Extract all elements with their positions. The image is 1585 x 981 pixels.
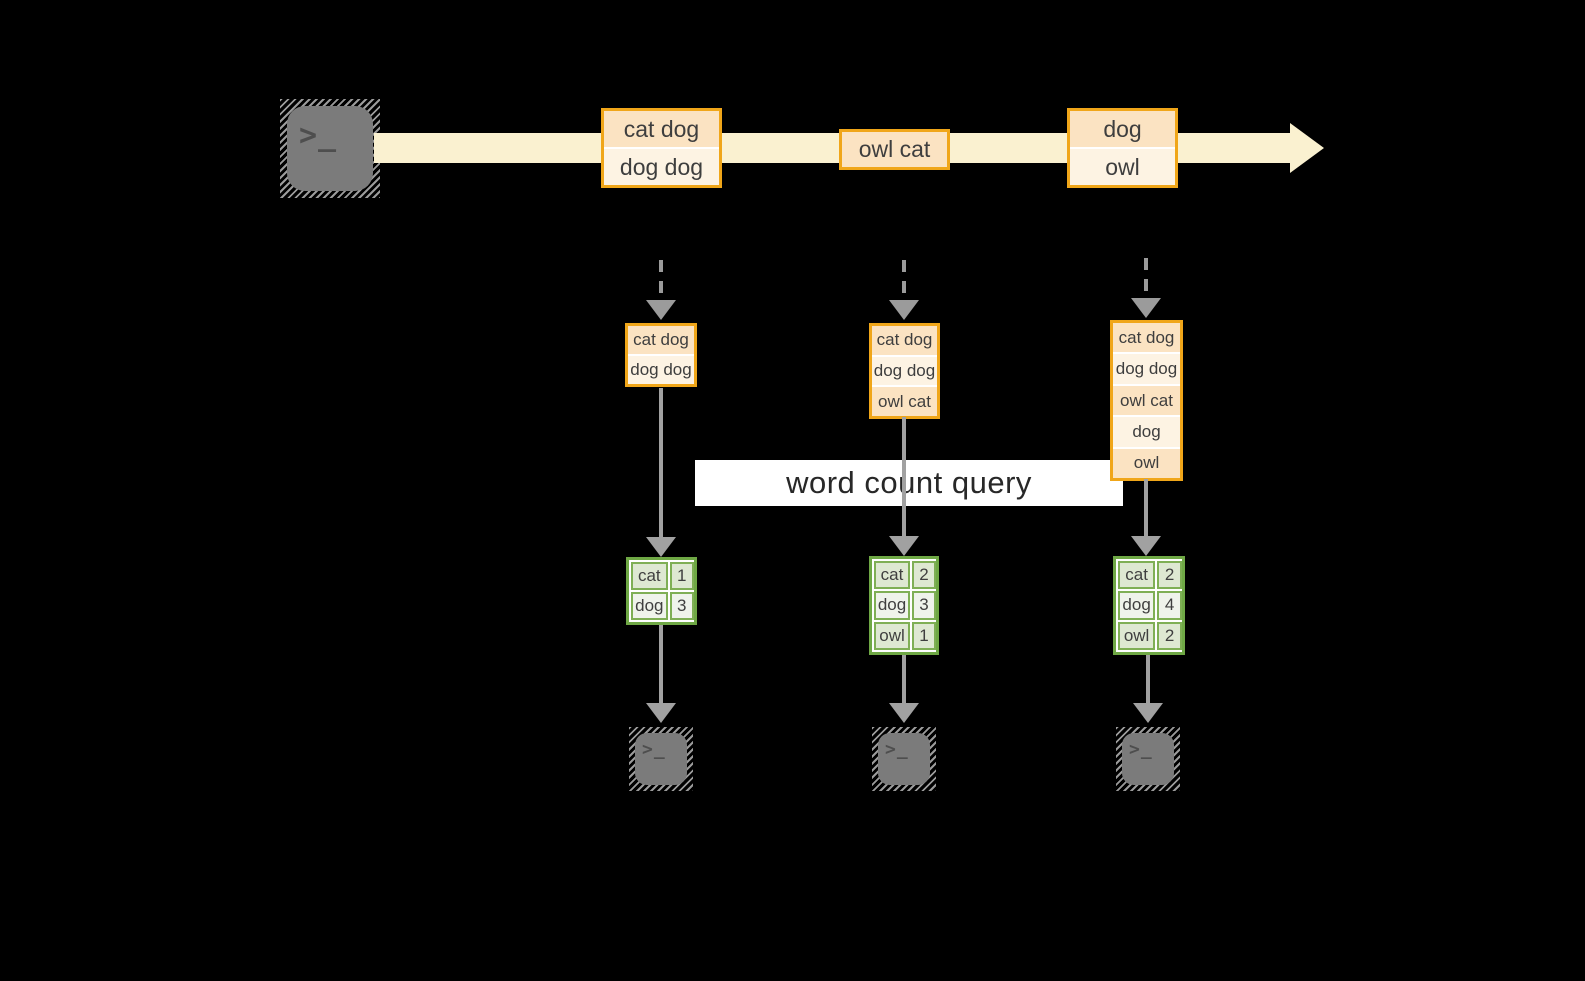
record: owl cat (842, 132, 947, 167)
terminal-screen: >_ (1122, 733, 1174, 785)
arrow-line (1146, 655, 1150, 705)
record: owl (1113, 448, 1180, 479)
arrow-line (1144, 479, 1148, 537)
dashed-arrowhead-icon (1131, 298, 1161, 318)
sink-terminal-icon-2: >_ (872, 727, 936, 791)
dashed-arrow-line (1144, 258, 1148, 299)
terminal-prompt-icon: >_ (1129, 739, 1153, 760)
word-cell: dog (1118, 591, 1156, 620)
arrow-line (902, 417, 906, 537)
record: cat dog (872, 326, 937, 355)
dashed-arrow-line (902, 260, 906, 301)
arrowhead-icon (1133, 703, 1163, 723)
terminal-prompt-icon: >_ (299, 118, 338, 153)
stream-batch-2: owl cat (839, 129, 950, 170)
word-cell: cat (631, 562, 668, 590)
record: cat dog (604, 111, 719, 147)
arrowhead-icon (889, 536, 919, 556)
dashed-arrow-line (659, 260, 663, 301)
record: owl cat (1113, 385, 1180, 416)
terminal-screen: >_ (287, 106, 373, 191)
word-cell: owl (1118, 621, 1156, 650)
record: dog (1113, 417, 1180, 447)
input-stack-1: cat dog dog dog (625, 323, 697, 387)
dashed-arrowhead-icon (889, 300, 919, 320)
arrowhead-icon (646, 703, 676, 723)
count-cell: 3 (912, 591, 936, 620)
word-cell: owl (874, 621, 910, 650)
record: cat dog (1113, 323, 1180, 353)
count-cell: 3 (669, 592, 694, 620)
sink-terminal-icon-1: >_ (629, 727, 693, 791)
terminal-screen: >_ (878, 733, 930, 785)
count-table-1: cat 1 dog 3 (626, 557, 697, 625)
dashed-arrowhead-icon (646, 300, 676, 320)
arrow-line (902, 655, 906, 705)
input-stack-3: cat dog dog dog owl cat dog owl (1110, 320, 1183, 481)
terminal-prompt-icon: >_ (885, 739, 909, 760)
record: dog dog (1113, 354, 1180, 384)
sink-terminal-icon-3: >_ (1116, 727, 1180, 791)
count-cell: 4 (1157, 591, 1182, 620)
count-cell: 1 (912, 621, 936, 650)
record: dog dog (604, 149, 719, 185)
count-cell: 1 (669, 562, 694, 590)
terminal-prompt-icon: >_ (642, 739, 666, 760)
record: dog dog (872, 356, 937, 386)
word-cell: cat (1118, 561, 1156, 590)
input-stack-2: cat dog dog dog owl cat (869, 323, 940, 419)
word-cell: dog (874, 591, 910, 620)
record: cat dog (628, 326, 694, 354)
stream-arrowhead-icon (1290, 123, 1324, 173)
source-terminal-icon: >_ (280, 99, 380, 198)
count-table-2: cat 2 dog 3 owl 1 (869, 556, 939, 655)
count-cell: 2 (912, 561, 936, 590)
count-table-3: cat 2 dog 4 owl 2 (1113, 556, 1185, 655)
stream-batch-1: cat dog dog dog (601, 108, 722, 188)
arrowhead-icon (889, 703, 919, 723)
query-label: word count query (786, 465, 1032, 500)
arrowhead-icon (646, 537, 676, 557)
arrow-line (659, 625, 663, 705)
stream-batch-3: dog owl (1067, 108, 1178, 188)
record: owl (1070, 149, 1175, 185)
count-cell: 2 (1157, 561, 1182, 590)
query-label-band: word count query (695, 460, 1123, 506)
word-cell: dog (631, 592, 668, 620)
arrow-line (659, 388, 663, 538)
record: owl cat (872, 387, 937, 417)
terminal-screen: >_ (635, 733, 687, 785)
record: dog (1070, 111, 1175, 147)
arrowhead-icon (1131, 536, 1161, 556)
count-cell: 2 (1157, 621, 1182, 650)
record: dog dog (628, 356, 694, 384)
word-cell: cat (874, 561, 910, 590)
